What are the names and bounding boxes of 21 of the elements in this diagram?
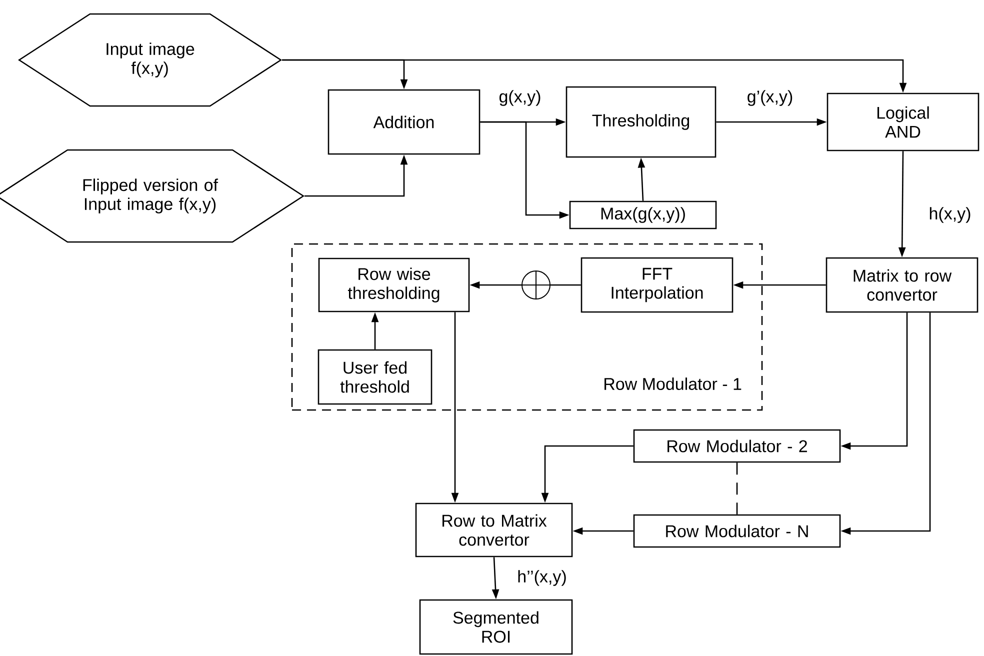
input-hexagon: Flipped version of Input image f(x,y) [0, 149, 305, 243]
dashed-connector [736, 462, 738, 514]
process-box: Matrix to row convertor [826, 257, 978, 313]
process-box: Addition [328, 89, 480, 155]
edge-label: g’(x,y) [746, 89, 794, 107]
process-box: FFT Interpolation [580, 257, 734, 313]
process-box: Row Modulator - N [633, 514, 841, 548]
process-box: Logical AND [826, 92, 980, 152]
line [550, 284, 581, 286]
process-box: Row to Matrix convertor [415, 502, 573, 558]
process-box: Segmented ROI [419, 599, 573, 655]
process-box: Row wise thresholding [318, 258, 470, 312]
process-box: User fed threshold [318, 349, 432, 405]
process-box: Row Modulator - 2 [633, 429, 841, 463]
edge-label: h’’(x,y) [516, 569, 568, 587]
edge-label: g(x,y) [498, 89, 542, 107]
process-box: Thresholding [566, 86, 716, 158]
input-hexagon: Input image f(x,y) [18, 13, 282, 107]
edge-label: h(x,y) [928, 206, 972, 224]
process-box: Max(g(x,y)) [569, 200, 717, 230]
summing-junction [521, 270, 551, 300]
